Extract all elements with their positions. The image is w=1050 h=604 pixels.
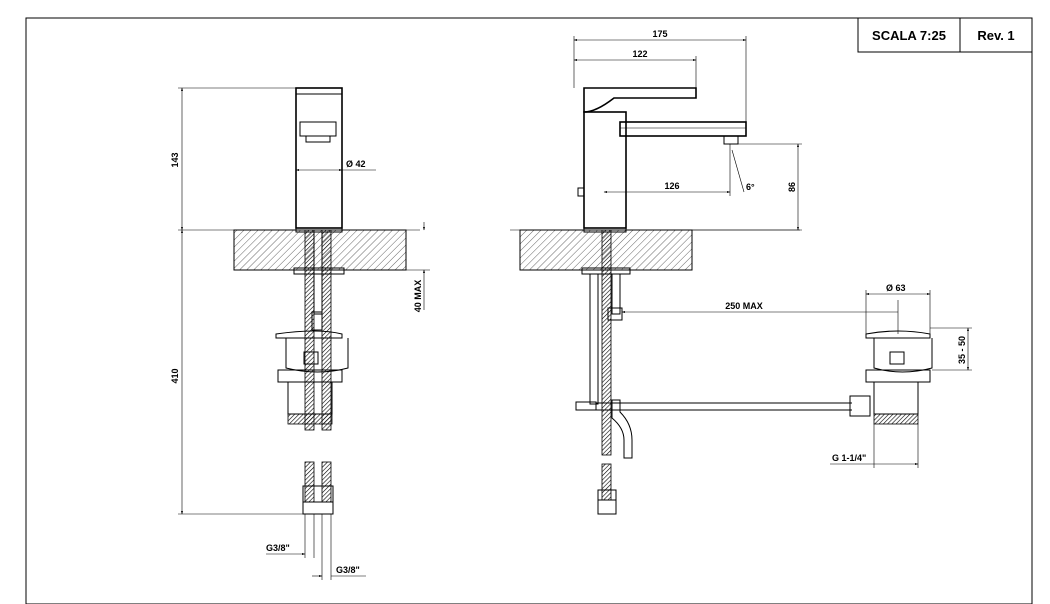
- dim-handle-length: 122: [632, 49, 647, 59]
- drawing-frame: [25, 17, 1033, 604]
- side-handle-lever: [583, 87, 697, 113]
- dim-spout-height: 86: [787, 182, 797, 192]
- dim-overall-width: 175: [652, 29, 667, 39]
- front-drain-flange: [275, 330, 343, 339]
- dim-inlet-thread-1: G3/8": [266, 543, 290, 553]
- title-block: SCALA 7:25 Rev. 1: [857, 17, 1033, 53]
- dim-max-deck: 40 MAX: [413, 280, 423, 313]
- flow-angle: 6°: [746, 182, 755, 192]
- front-faucet-body: [295, 87, 343, 229]
- front-drain-thread: [287, 413, 333, 425]
- front-deck: [233, 229, 407, 271]
- scale-label: SCALA 7:25: [872, 28, 946, 43]
- dim-drain-thread: G 1-1/4": [832, 453, 866, 463]
- front-hose-right: [321, 229, 332, 431]
- side-spout: [619, 121, 747, 137]
- dim-drain-diameter: Ø 63: [886, 283, 906, 293]
- revision-label: Rev. 1: [977, 28, 1014, 43]
- side-view: 175 122 126 6° 86 250 MAX Ø 63 35 - 50 G…: [510, 29, 972, 515]
- dim-drain-rod-max: 250 MAX: [725, 301, 763, 311]
- dim-spout-reach: 126: [664, 181, 679, 191]
- drain-rod: [611, 399, 633, 459]
- dim-inlet-thread-2: G3/8": [336, 565, 360, 575]
- dim-drain-range: 35 - 50: [957, 336, 967, 364]
- front-view: 143 Ø 42 40 MAX 410 G3/8" G3/8": [170, 87, 430, 580]
- dim-total-height: 143: [170, 152, 180, 167]
- side-aerator: [723, 135, 739, 145]
- front-handle-lever: [299, 121, 337, 137]
- dim-body-diameter: Ø 42: [346, 159, 366, 169]
- dim-below-deck: 410: [170, 368, 180, 383]
